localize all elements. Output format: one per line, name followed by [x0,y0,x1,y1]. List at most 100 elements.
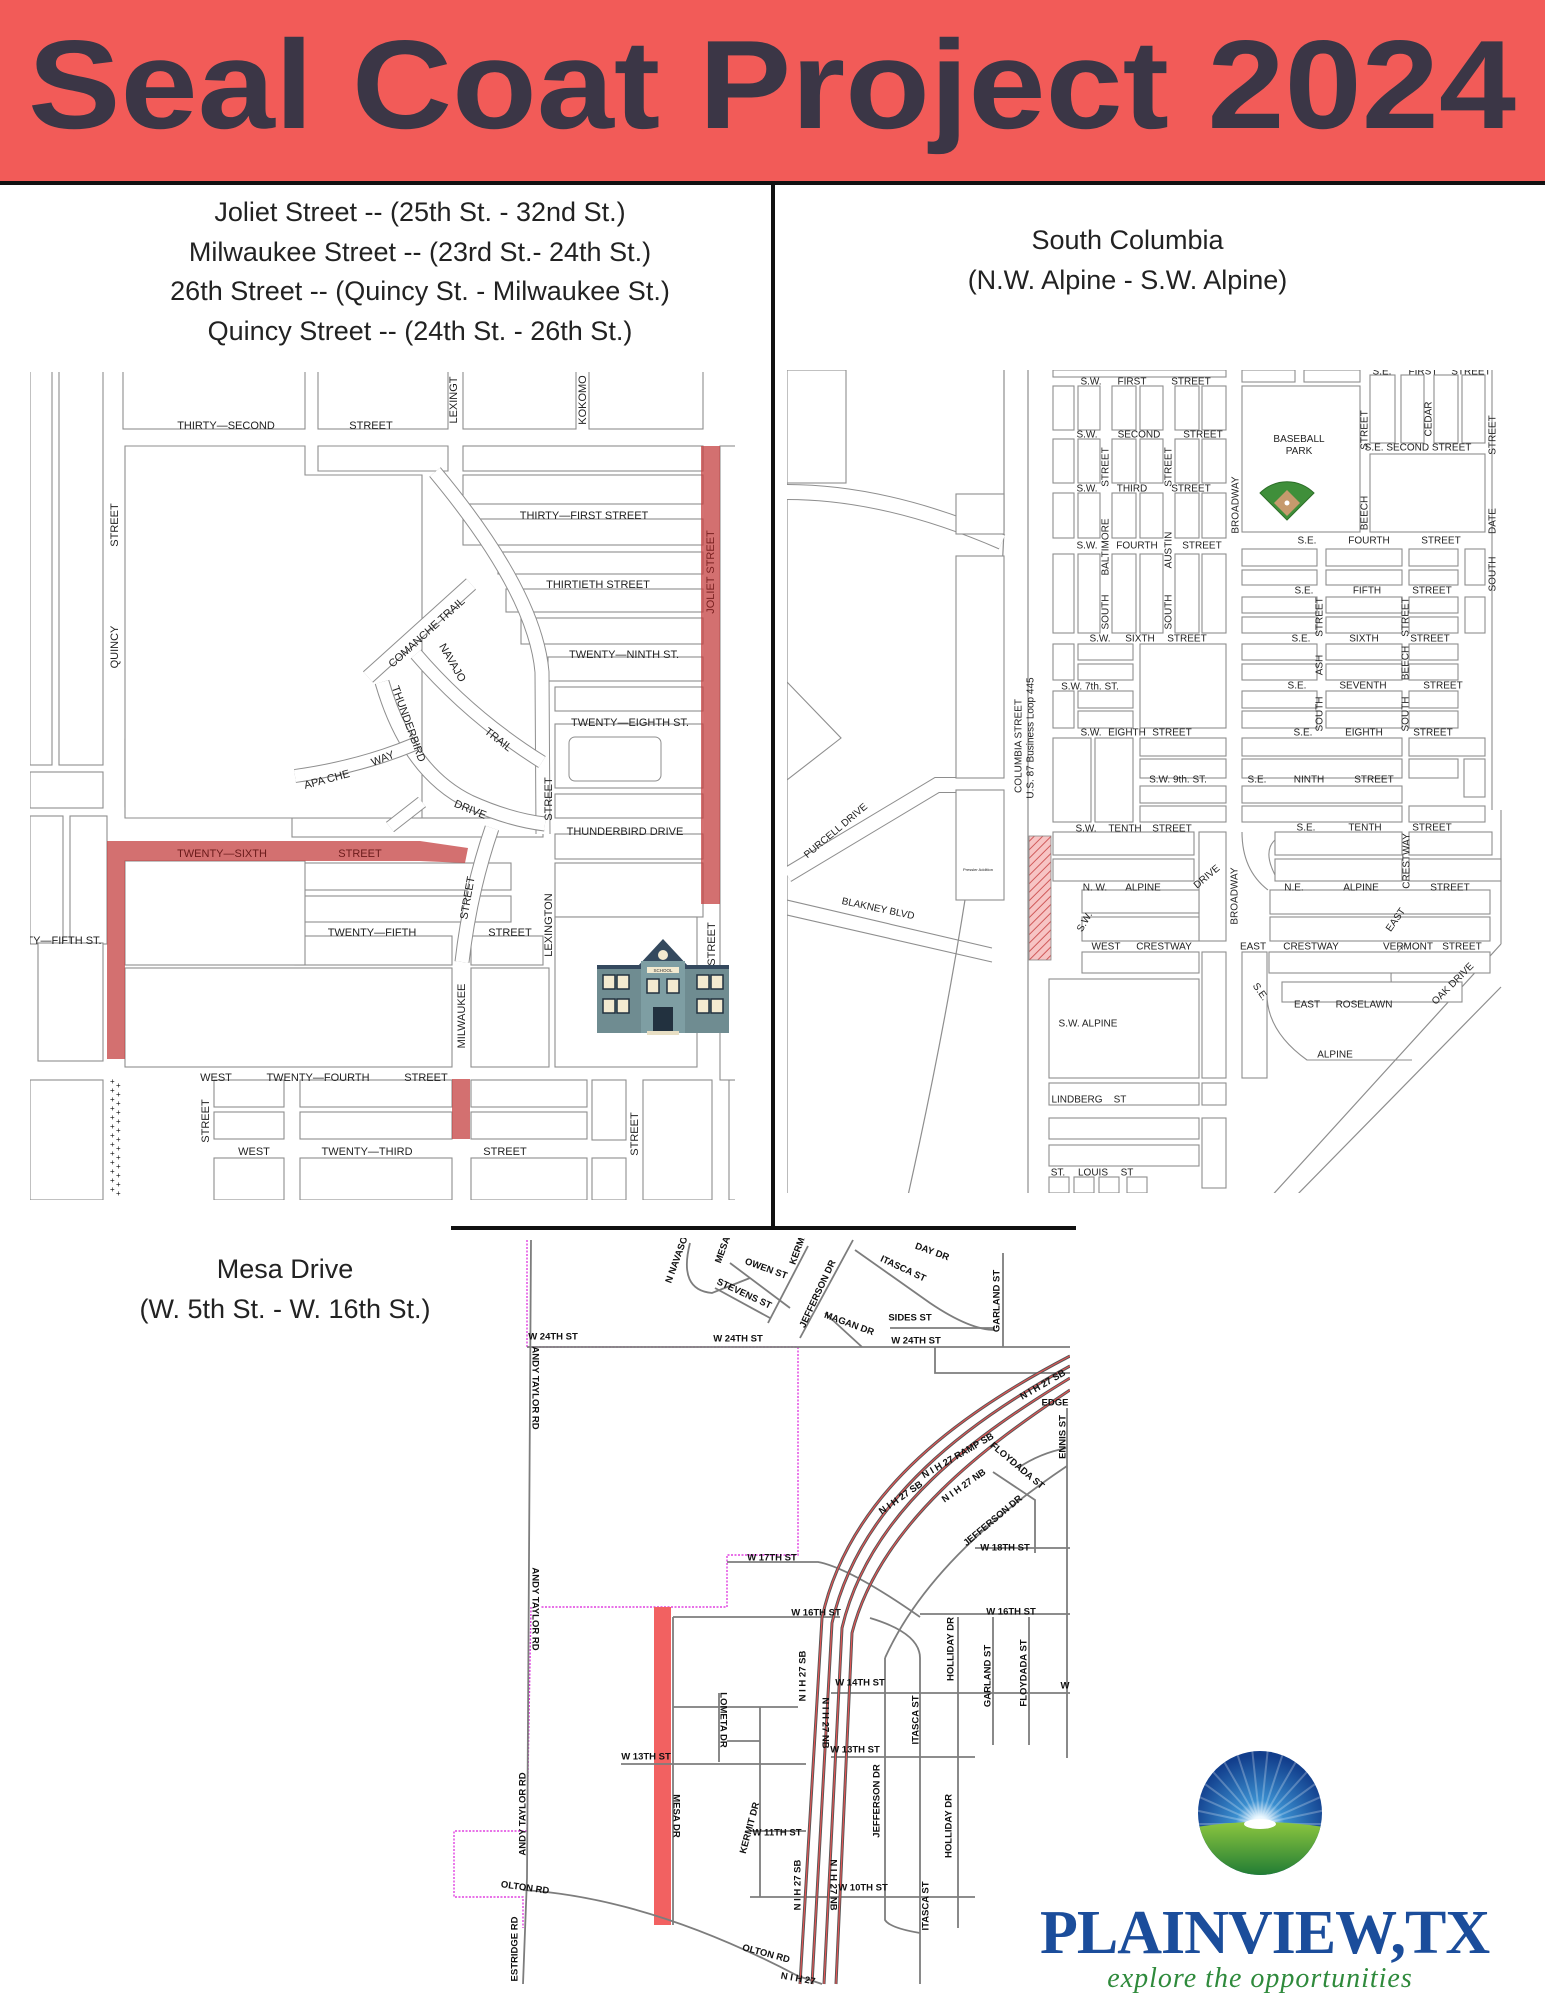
street-label: DAY DR [913,1241,950,1263]
street-label: STREET [483,1146,527,1158]
city-block [462,372,577,430]
city-block [1077,663,1134,681]
street-label: EDGE [1042,1398,1069,1409]
city-block [1241,663,1318,681]
city-block [728,1079,735,1200]
road-line [869,1617,921,1659]
school-window [710,974,724,990]
city-block [1052,690,1075,729]
city-block [1241,690,1318,709]
road [411,650,546,768]
city-block [1048,1144,1200,1167]
street-label: STREET [1183,430,1222,441]
city-block [1281,981,1463,1003]
cul-de-sac [568,736,662,782]
sun-ray [1198,1776,1261,1825]
street-label: BROADWAY [1230,867,1241,925]
city-block [1268,951,1491,974]
joliet-area-map: ++++++++++++++++++++++++++ SCHOOL THIRTY… [30,372,735,1200]
street-label: SOUTH [1101,595,1112,630]
caption-line: Joliet Street -- (25th St. - 32nd St.) [214,197,626,227]
city-block [1139,785,1227,804]
sun-ray [1259,1763,1315,1825]
street-label: STREET [1413,728,1452,739]
street-label: ITASCA ST [921,1881,932,1930]
street-label: ST [1114,1095,1127,1106]
street-label: BALTIMORE [1101,518,1112,575]
street-label: CRESTWAY [1402,833,1413,889]
city-block [470,1157,588,1200]
railroad-marker: + [116,1153,121,1162]
street-label: Pressler Addition [963,867,993,872]
street-label: STREET [1360,410,1371,449]
school-window [710,998,724,1014]
street-label: OLTON RD [741,1942,791,1965]
road [386,797,426,832]
city-block [1369,374,1396,444]
street-label: TWENTY—NINTH ST. [569,649,679,661]
street-label: S.W. [1076,541,1097,552]
road [455,825,499,963]
railroad-marker: + [110,1095,115,1104]
city-block [69,815,108,945]
railroad-marker: + [116,1162,121,1171]
city-block [317,372,449,430]
city-block [1174,438,1200,484]
city-block [317,445,449,472]
street-label: S.E. [1297,823,1316,834]
street-label: THUNDERBIRD DRIVE [567,826,684,838]
school-window [616,974,630,990]
street-label: STREET [1430,883,1469,894]
city-block [1241,370,1296,383]
city-block [1139,553,1164,634]
city-block [1201,492,1227,539]
street-label: ANDY TAYLOR RD [529,1346,540,1429]
road-line [522,1239,532,1985]
city-block [58,372,104,766]
road-line [727,1561,921,1618]
street-label: S.E. [1294,728,1313,739]
street-label: JEFFERSON DR [872,1764,883,1838]
street-label: STREET [1152,824,1191,835]
railroad-marker: + [110,1140,115,1149]
map-roads [453,1239,1070,1985]
street-label: ALPINE [1317,1050,1353,1061]
street-label: ST. [1051,1168,1065,1179]
street-label: S.E. SECOND STREET [1365,443,1472,454]
street-label: STREET [1152,728,1191,739]
street-label: S.W. 7th. ST. [1061,682,1119,693]
street-label: EIGHTH [1108,728,1146,739]
street-label: STREET [1354,775,1393,786]
railroad-marker: + [116,1090,121,1099]
road-line [686,1242,751,1294]
city-block [1461,374,1486,444]
city-block [1369,453,1486,533]
school-window [696,998,710,1014]
city-block [1174,385,1200,431]
city-block [1408,710,1459,729]
street-label: ST [1121,1168,1134,1179]
city-block [124,967,453,1068]
street-label: W 14TH ST [835,1678,885,1689]
street-label: STREET [404,1072,448,1084]
city-block [1139,385,1164,431]
school-window [646,978,660,994]
city-block [1077,690,1134,709]
street-label: ROSELAWN [1336,1000,1393,1011]
railroad-marker: + [116,1135,121,1144]
26th-street-highlight [107,841,420,861]
joliet-street-highlight [701,446,720,904]
street-label: STREET [1171,377,1210,388]
city-block [497,551,704,575]
street-label: OLTON RD [500,1879,550,1897]
city-block [1081,951,1200,974]
street-label: STREET [1412,586,1451,597]
sun-ray [1250,1751,1261,1825]
street-label: TWENTY—SIXTH [177,848,267,860]
city-block [1241,785,1403,804]
city-block [591,1079,627,1141]
street-label: LOMETA DR [717,1692,728,1748]
street-label: KOKOMO [577,375,589,425]
title-banner: Seal Coat Project 2024 [0,0,1545,181]
